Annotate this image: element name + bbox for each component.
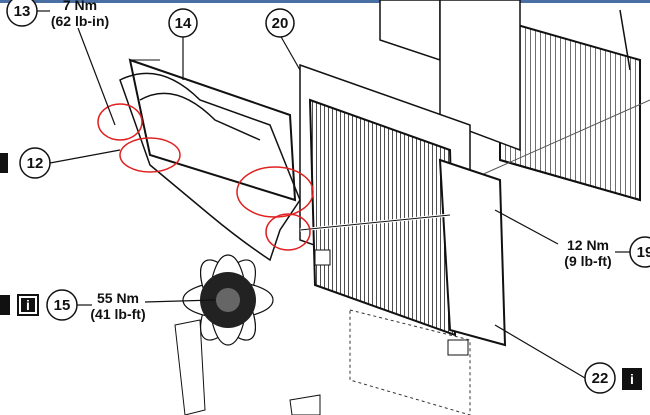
svg-text:19: 19 (637, 244, 650, 261)
svg-text:22: 22 (592, 370, 609, 387)
radiator (299, 63, 507, 415)
info-icon[interactable] (0, 295, 10, 315)
callout-15: 15 (46, 289, 78, 321)
torque-19-nm: 12 Nm (567, 237, 609, 253)
torque-13-imperial: (62 lb-in) (51, 13, 109, 29)
window-title-bar (0, 0, 650, 3)
svg-text:13: 13 (14, 3, 31, 20)
callout-20: 20 (265, 8, 295, 38)
callout-13: 13 (6, 0, 38, 27)
torque-15-imperial: (41 lb-ft) (90, 306, 145, 322)
torque-13-nm: 7 Nm (63, 0, 97, 13)
svg-text:15: 15 (54, 297, 71, 314)
svg-text:i: i (630, 371, 634, 387)
red-annotation-circles (97, 103, 314, 251)
callout-19: 19 (629, 236, 650, 268)
svg-text:i: i (26, 297, 30, 313)
callout-22: 22 (584, 362, 616, 394)
leader-lines (37, 10, 630, 379)
info-icon[interactable]: i (17, 294, 39, 316)
torque-19-imperial: (9 lb-ft) (564, 253, 611, 269)
svg-text:12: 12 (27, 155, 44, 172)
fan-shroud (119, 58, 301, 262)
torque-15-nm: 55 Nm (97, 290, 139, 306)
info-icon[interactable]: i (622, 368, 642, 390)
svg-text:14: 14 (175, 15, 192, 32)
condenser (379, 0, 650, 202)
callout-12: 12 (19, 147, 51, 179)
callout-14: 14 (168, 8, 198, 38)
info-icon[interactable] (0, 153, 8, 173)
cooling-fan (174, 254, 321, 415)
svg-text:20: 20 (272, 15, 289, 32)
